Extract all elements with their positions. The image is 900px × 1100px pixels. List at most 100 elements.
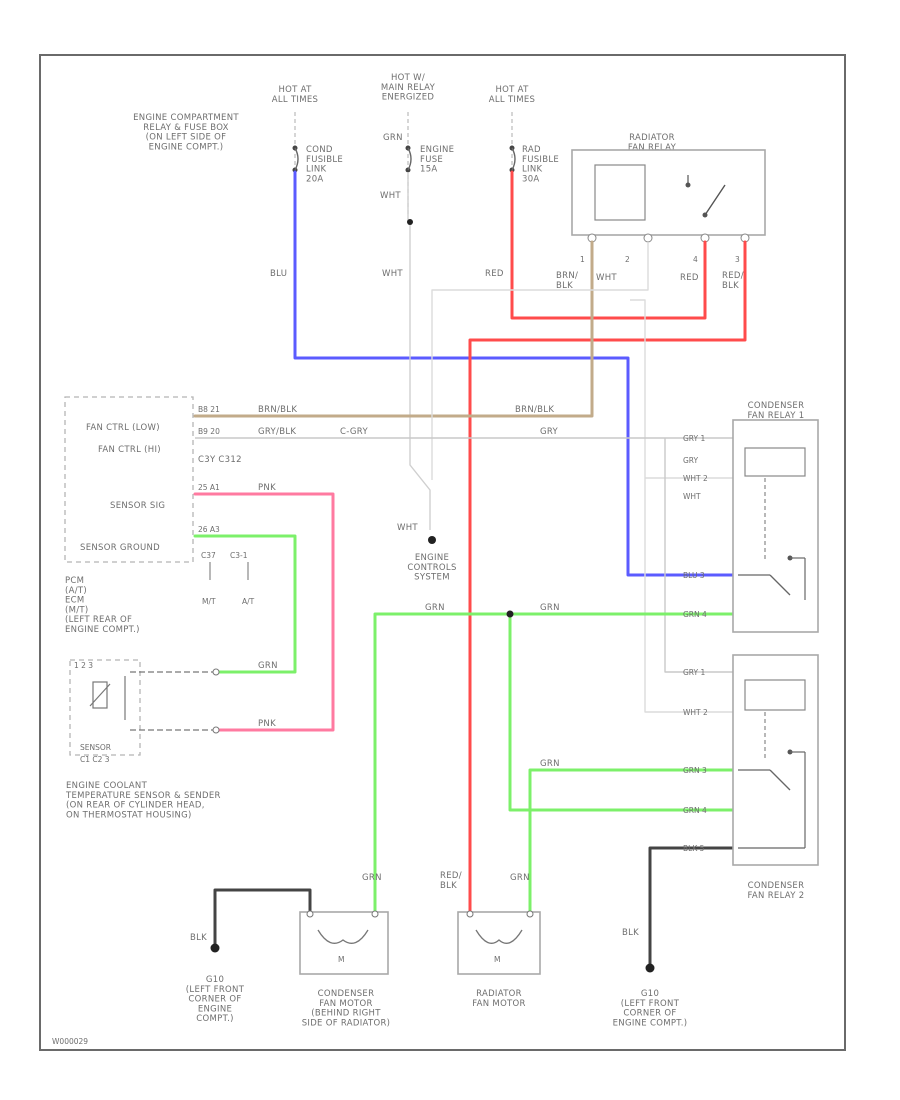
pcm-pin-hi: B9 20 <box>198 427 220 436</box>
ect-sensor-terminals <box>130 668 220 734</box>
cond-relay-2-switch <box>738 749 806 849</box>
ect-sensor-pins-top: 1 2 3 <box>74 661 93 670</box>
pcm-pin-sig: 25 A1 <box>198 483 220 492</box>
text-line: (A/T) <box>65 586 87 596</box>
wire-red-blk <box>468 240 747 914</box>
wire-label-brn-blk-1: BRN/BLK <box>258 405 297 415</box>
cond-relay-1-pin-4: GRN 4 <box>683 610 707 619</box>
text-line: ENGINE <box>420 145 454 155</box>
text-line: ENGINE COMPARTMENT <box>133 113 239 123</box>
text-line: ENGINE <box>198 1004 232 1014</box>
text-line: CORNER OF <box>188 995 241 1005</box>
cond-relay-1-coil <box>744 447 806 477</box>
text-line: COND <box>306 145 333 155</box>
text-line: G10 <box>641 989 659 999</box>
text-line: FAN RELAY 1 <box>748 411 805 421</box>
text-line: ENGINE COMPT.) <box>65 625 140 635</box>
pcm-fan-ctrl-low: FAN CTRL (LOW) <box>86 423 160 433</box>
cond-relay-1-pin-wht: WHT <box>683 492 701 501</box>
ect-sensor-outline <box>69 659 141 756</box>
text-line: HOT W/ <box>391 73 425 83</box>
splice-grn <box>506 610 514 618</box>
wire-label-blk-2: BLK <box>622 928 639 938</box>
cond-relay-1-pin-1: GRY 1 <box>683 434 706 443</box>
wire-label-grn-cond: GRN <box>362 873 382 883</box>
wire-label-grn-top: GRN <box>383 133 403 143</box>
text-line: (BEHIND RIGHT <box>311 1009 381 1019</box>
text-line: SIDE OF RADIATOR) <box>302 1018 391 1028</box>
condenser-fan-motor <box>299 911 389 975</box>
ect-sensor-pins-bottom: C1 C2 3 <box>80 755 110 764</box>
wire-label-wht-1: WHT <box>380 191 401 201</box>
text-line: HOT AT <box>495 85 529 95</box>
diagram-frame <box>39 54 846 1051</box>
pcm-connectors: C3Y C312 <box>198 455 242 465</box>
text-line: BLK <box>556 281 573 291</box>
text-line: RADIATOR <box>629 133 675 143</box>
condenser-fan-relay-2 <box>732 654 819 866</box>
text-line: ECM <box>65 596 85 606</box>
text-line: ENGINE <box>415 553 449 563</box>
engine-controls-wire: WHT <box>397 523 418 533</box>
cond-relay-2-pin-1: GRY 1 <box>683 668 706 677</box>
wire-blu <box>293 170 735 577</box>
text-line: (LEFT REAR OF <box>65 615 132 625</box>
wire-label-pnk-1: PNK <box>258 483 276 493</box>
radiator-relay-coil <box>594 164 646 221</box>
ground-g10-right-symbol <box>645 963 655 973</box>
wire-label-wht-2: WHT <box>382 269 403 279</box>
wire-label-grn-3: GRN <box>540 603 560 613</box>
cond-relay-2-pin-4: GRN 4 <box>683 806 707 815</box>
cond-relay-2-pin-5: BLK 5 <box>683 844 705 853</box>
pcm-pin-gnd: 26 A3 <box>198 525 220 534</box>
pcm-sensor-sig: SENSOR SIG <box>110 501 165 511</box>
wire-brn-blk <box>193 240 594 418</box>
text-line: 30A <box>522 174 540 184</box>
radiator-relay-wire-red: RED <box>680 273 699 283</box>
pcm-at: A/T <box>242 597 255 606</box>
wire-grn-branch <box>508 612 735 812</box>
text-line: (M/T) <box>65 605 89 615</box>
wire-label-red-blk: RED/BLK <box>440 871 462 891</box>
ect-sensor-label: SENSOR <box>80 743 111 752</box>
text-line: HOT AT <box>278 85 312 95</box>
text-line: (ON LEFT SIDE OF <box>146 133 227 143</box>
text-line: (LEFT FRONT <box>621 999 680 1009</box>
wire-label-blu: BLU <box>270 269 287 279</box>
wire-label-pnk-2: PNK <box>258 719 276 729</box>
text-line: FUSIBLE <box>306 155 343 165</box>
text-line: FAN MOTOR <box>472 999 526 1009</box>
text-line: COMPT.) <box>196 1014 233 1024</box>
wire-grn-sensor <box>193 534 297 674</box>
text-line: CONDENSER <box>318 989 375 999</box>
ect-sensor-element <box>89 676 126 720</box>
text-line: LINK <box>306 165 327 175</box>
wire-label-grn-2: GRN <box>425 603 445 613</box>
pcm-mt-conn: C37 <box>201 551 216 560</box>
text-line: (LEFT FRONT <box>186 985 245 995</box>
text-line: TEMPERATURE SENSOR & SENDER <box>65 791 221 801</box>
text-line: RADIATOR <box>476 989 522 999</box>
text-line: FUSIBLE <box>522 155 559 165</box>
wire-wht-engine <box>407 172 431 530</box>
radiator-relay-wire-brn-blk: BRN/BLK <box>556 271 578 291</box>
wire-label-blk-1: BLK <box>190 933 207 943</box>
radiator-relay-pin-3: 3 <box>735 255 740 264</box>
splice-wht <box>407 219 413 225</box>
text-line: (ON REAR OF CYLINDER HEAD, <box>66 801 205 811</box>
rad-fusible-link <box>509 145 516 173</box>
text-line: FAN RELAY 2 <box>748 891 805 901</box>
text-line: BLK <box>722 281 739 291</box>
page-code: W000029 <box>52 1037 88 1046</box>
wire-blk-left <box>213 888 312 948</box>
text-line: CONTROLS <box>407 563 456 573</box>
wire-label-grn-1: GRN <box>258 661 278 671</box>
